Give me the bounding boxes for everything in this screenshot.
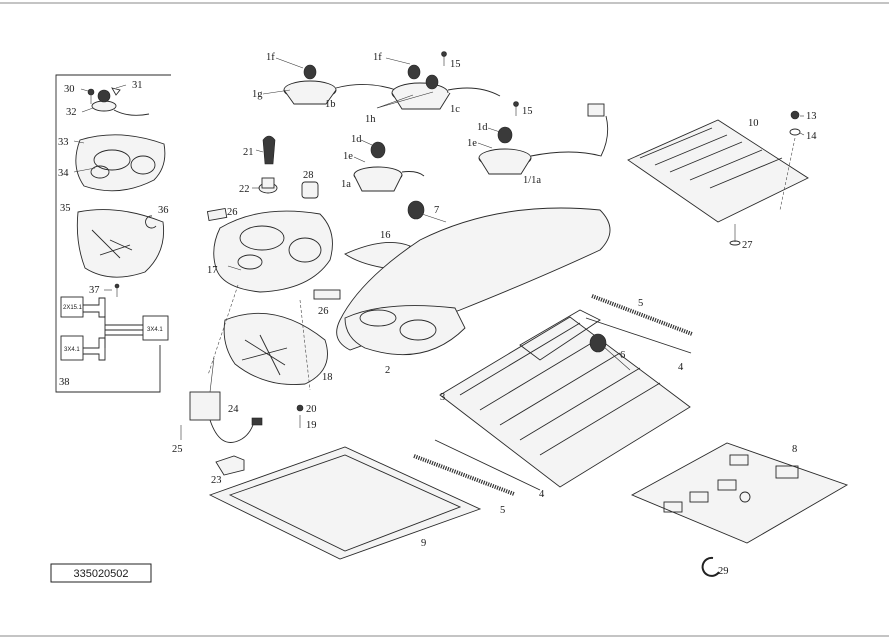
callout-1b: 1b (325, 99, 336, 110)
callout-3: 3 (440, 392, 445, 403)
callout-31: 31 (132, 80, 143, 91)
callout-29: 29 (718, 566, 729, 577)
callout-1e-left: 1e (343, 151, 353, 162)
connector-label-3x4-left: 3X4.1 (64, 347, 80, 353)
callout-24: 24 (228, 404, 239, 415)
callout-19: 19 (306, 420, 317, 431)
callout-1c: 1c (450, 104, 460, 115)
callout-14: 14 (806, 131, 817, 142)
callout-9: 9 (421, 538, 426, 549)
callout-38: 38 (59, 377, 70, 388)
callout-37: 37 (89, 285, 100, 296)
joystick-1a (353, 141, 425, 192)
reference-box (50, 563, 152, 583)
callout-1d-right: 1d (477, 122, 488, 133)
callout-34: 34 (58, 168, 69, 179)
joystick-1c (391, 64, 501, 110)
callout-36: 36 (158, 205, 169, 216)
callout-18: 18 (322, 372, 333, 383)
callout-20: 20 (306, 404, 317, 415)
callout-6: 6 (620, 350, 625, 361)
panel-17 (206, 207, 341, 300)
connector-label-2x15: 2X15.1 (63, 305, 83, 311)
callout-4-top: 4 (678, 362, 684, 373)
callout-23: 23 (211, 475, 222, 486)
callout-7: 7 (434, 205, 439, 216)
callout-25: 25 (172, 444, 183, 455)
callout-26-bottom: 26 (318, 306, 329, 317)
callout-labels: 1f 1g 1b 1f 15 1h 1c 15 1d 1e 1a 1d 1e 1… (58, 52, 817, 577)
connector-3x4-right (142, 315, 169, 341)
frame-3 (439, 309, 691, 488)
callout-2: 2 (385, 365, 390, 376)
callout-1f-left: 1f (266, 52, 275, 63)
callout-1f-right: 1f (373, 52, 382, 63)
callout-1d-left: 1d (351, 134, 362, 145)
callout-28: 28 (303, 170, 314, 181)
callout-5-top: 5 (638, 298, 643, 309)
callout-1e-right: 1e (467, 138, 477, 149)
callout-33: 33 (58, 137, 69, 148)
callout-26-top: 26 (227, 207, 238, 218)
reference-number: 335020502 (73, 568, 128, 580)
callout-4-bottom: 4 (539, 489, 545, 500)
callout-30: 30 (64, 84, 75, 95)
inset-panel: 2X15.1 3X4.1 3X4.1 (55, 74, 171, 393)
callout-1g: 1g (252, 89, 263, 100)
connector-2x15 (60, 296, 84, 318)
callout-1-1a: 1/1a (523, 175, 541, 186)
callout-13: 13 (806, 111, 817, 122)
callout-8: 8 (792, 444, 797, 455)
callout-15-mid: 15 (522, 106, 533, 117)
callout-27: 27 (742, 240, 753, 251)
callout-1a: 1a (341, 179, 351, 190)
callout-5-bottom: 5 (500, 505, 505, 516)
callout-10: 10 (748, 118, 759, 129)
callout-15-top: 15 (450, 59, 461, 70)
joystick-1-1a (478, 103, 609, 175)
callout-17: 17 (207, 265, 218, 276)
armrest-2 (336, 207, 611, 356)
plate-10 (627, 119, 809, 223)
joystick-1b (283, 64, 397, 105)
callout-1h: 1h (365, 114, 376, 125)
callout-35: 35 (60, 203, 71, 214)
callout-22: 22 (239, 184, 250, 195)
callout-21: 21 (243, 147, 254, 158)
connector-label-3x4-right: 3X4.1 (147, 327, 163, 333)
callout-16: 16 (380, 230, 391, 241)
leader-lines (73, 57, 805, 291)
callout-32: 32 (66, 107, 77, 118)
